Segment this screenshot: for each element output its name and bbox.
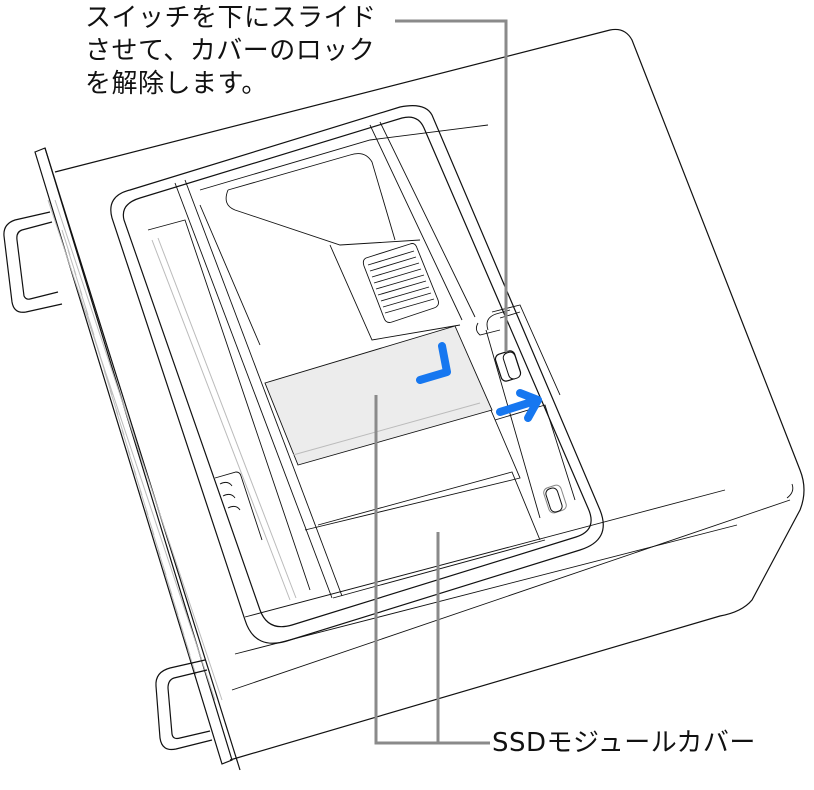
- ssd-module-cover: [264, 325, 493, 466]
- access-opening: [110, 105, 604, 644]
- arrow-right-slide-icon: [496, 389, 542, 422]
- lock-switch-top: [494, 350, 522, 382]
- chassis-body: [54, 28, 805, 761]
- front-bezel: [34, 147, 241, 771]
- bottom-handle: [155, 659, 213, 751]
- leader-line-switch: [395, 19, 508, 352]
- callout-switch-instruction: スイッチを下にスライド させて、カバーのロック を解除します。: [85, 2, 415, 101]
- interior: [147, 121, 561, 601]
- lock-switch-bottom: [543, 484, 567, 514]
- leader-line-ssd: [374, 395, 490, 745]
- callout-ssd-cover-label: SSDモジュールカバー: [492, 728, 756, 758]
- cover-retainer: [485, 309, 576, 519]
- callout-switch-line-2: させて、カバーのロック: [85, 36, 376, 66]
- vent-grille: [362, 243, 439, 323]
- arrow-down-slide-icon: [416, 342, 451, 384]
- top-handle: [3, 211, 63, 313]
- callout-switch-line-1: スイッチを下にスライド: [85, 3, 377, 33]
- callout-switch-line-3: を解除します。: [85, 69, 268, 99]
